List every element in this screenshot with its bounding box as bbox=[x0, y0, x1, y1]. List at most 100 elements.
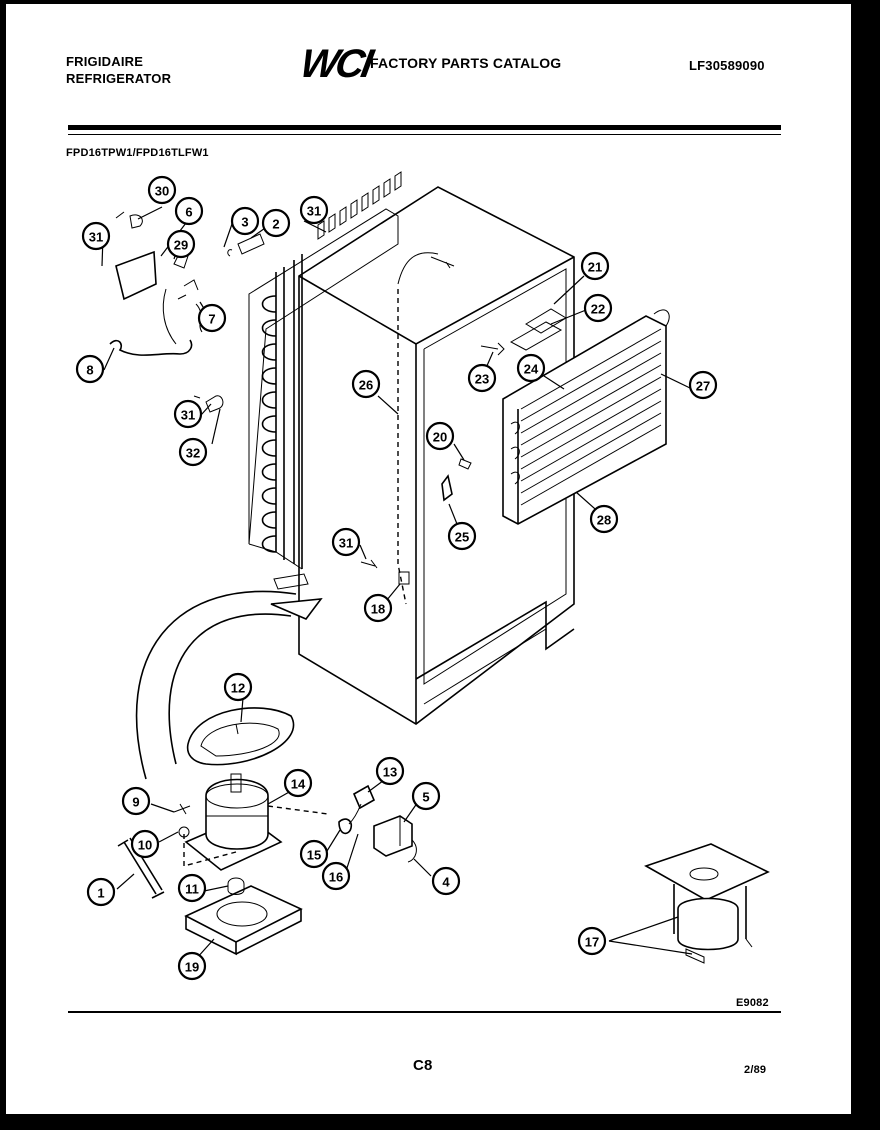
coil-top-loop bbox=[328, 213, 336, 233]
callout-number: 8 bbox=[86, 363, 93, 378]
callout-22: 22 bbox=[583, 293, 613, 323]
callout-number: 31 bbox=[307, 204, 321, 219]
callout-number: 22 bbox=[591, 302, 605, 317]
callout-number: 31 bbox=[339, 536, 353, 551]
callout-number: 23 bbox=[475, 372, 489, 387]
electrical-parts bbox=[109, 211, 265, 413]
callout-circle bbox=[447, 521, 477, 551]
callout-number: 16 bbox=[329, 870, 343, 885]
callout-number: 2 bbox=[272, 217, 279, 232]
callout-23: 23 bbox=[467, 363, 497, 393]
drawing-number: E9082 bbox=[736, 997, 769, 1009]
callout-30: 30 bbox=[147, 175, 177, 205]
coil-top-loop bbox=[339, 206, 347, 226]
callout-29: 29 bbox=[166, 229, 196, 259]
callout-circle bbox=[81, 221, 111, 251]
callout-circle bbox=[174, 196, 204, 226]
callout-number: 21 bbox=[588, 260, 602, 275]
callout-circle bbox=[177, 873, 207, 903]
callout-7: 7 bbox=[197, 303, 227, 333]
coil-loop bbox=[261, 295, 277, 313]
evaporator-fin bbox=[520, 340, 662, 422]
callout-11: 11 bbox=[177, 873, 207, 903]
callout-circle bbox=[580, 251, 610, 281]
coil-loop bbox=[261, 415, 277, 433]
callout-circle bbox=[299, 839, 329, 869]
catalog-title: FACTORY PARTS CATALOG bbox=[370, 55, 562, 71]
callout-circle bbox=[178, 437, 208, 467]
model-numbers: FPD16TPW1/FPD16TLFW1 bbox=[66, 147, 209, 159]
header-rule-thin bbox=[68, 134, 781, 135]
callout-number: 7 bbox=[208, 312, 215, 327]
callout-circle bbox=[147, 175, 177, 205]
callout-13: 13 bbox=[375, 756, 405, 786]
callout-number: 6 bbox=[185, 205, 192, 220]
callout-14: 14 bbox=[283, 768, 313, 798]
evaporator-fin bbox=[520, 352, 662, 434]
evaporator-fin bbox=[520, 328, 662, 410]
callout-28: 28 bbox=[589, 504, 619, 534]
callout-31: 31 bbox=[299, 195, 329, 225]
coil-loop bbox=[261, 439, 277, 457]
callout-circle bbox=[425, 421, 455, 451]
callout-number: 10 bbox=[138, 838, 152, 853]
callout-circle bbox=[583, 293, 613, 323]
callout-circle bbox=[688, 370, 718, 400]
page-number: C8 bbox=[413, 1057, 433, 1074]
callout-number: 11 bbox=[185, 882, 199, 897]
callout-circle bbox=[121, 786, 151, 816]
callout-number: 15 bbox=[307, 848, 321, 863]
brand-name: FRIGIDAIRE bbox=[66, 54, 144, 69]
callout-circle bbox=[467, 363, 497, 393]
callout-4: 4 bbox=[431, 866, 461, 896]
relay-parts bbox=[338, 784, 417, 863]
callout-circle bbox=[351, 369, 381, 399]
coil-top-loop bbox=[383, 178, 391, 198]
callout-9: 9 bbox=[121, 786, 151, 816]
evaporator-fin bbox=[520, 364, 662, 446]
evaporator-fin bbox=[520, 424, 662, 506]
callout-number: 18 bbox=[371, 602, 385, 617]
footer-rule bbox=[68, 1011, 781, 1013]
callout-number: 4 bbox=[442, 875, 450, 890]
catalog-number: LF30589090 bbox=[689, 58, 765, 73]
evaporator-fin bbox=[520, 376, 662, 458]
callout-number: 14 bbox=[291, 777, 306, 792]
callout-number: 31 bbox=[89, 230, 103, 245]
coil-top-loop bbox=[317, 220, 325, 240]
evaporator bbox=[502, 308, 670, 525]
callout-3: 3 bbox=[230, 206, 260, 236]
callout-2: 2 bbox=[261, 208, 291, 238]
exploded-parts-diagram: 3063132312978313221222324272620252831181… bbox=[75, 171, 770, 981]
callout-6: 6 bbox=[174, 196, 204, 226]
compressor bbox=[173, 773, 329, 871]
callout-circle bbox=[166, 229, 196, 259]
coil-loop bbox=[261, 367, 277, 385]
callout-circle bbox=[516, 353, 546, 383]
small-hardware bbox=[360, 342, 505, 585]
fan-motor-assembly bbox=[644, 843, 770, 964]
callout-circle bbox=[431, 866, 461, 896]
callout-15: 15 bbox=[299, 839, 329, 869]
brand-block: FRIGIDAIRE REFRIGERATOR bbox=[66, 53, 171, 87]
coil-loop bbox=[261, 463, 277, 481]
callout-circle bbox=[363, 593, 393, 623]
callout-number: 29 bbox=[174, 238, 188, 253]
coil-loop bbox=[261, 511, 277, 529]
callout-circle bbox=[411, 781, 441, 811]
callout-10: 10 bbox=[130, 829, 160, 859]
callout-circle bbox=[223, 672, 253, 702]
coil-loop bbox=[261, 535, 277, 553]
callout-circle bbox=[173, 399, 203, 429]
coil-loop bbox=[261, 391, 277, 409]
drain-pan bbox=[186, 707, 295, 766]
callout-circle bbox=[261, 208, 291, 238]
callout-19: 19 bbox=[177, 951, 207, 981]
callout-12: 12 bbox=[223, 672, 253, 702]
coil-top-loop bbox=[394, 171, 402, 191]
callout-number: 19 bbox=[185, 960, 199, 975]
coil-top-loop bbox=[372, 185, 380, 205]
coil-loop bbox=[261, 319, 277, 337]
callout-21: 21 bbox=[580, 251, 610, 281]
callout-circle bbox=[230, 206, 260, 236]
